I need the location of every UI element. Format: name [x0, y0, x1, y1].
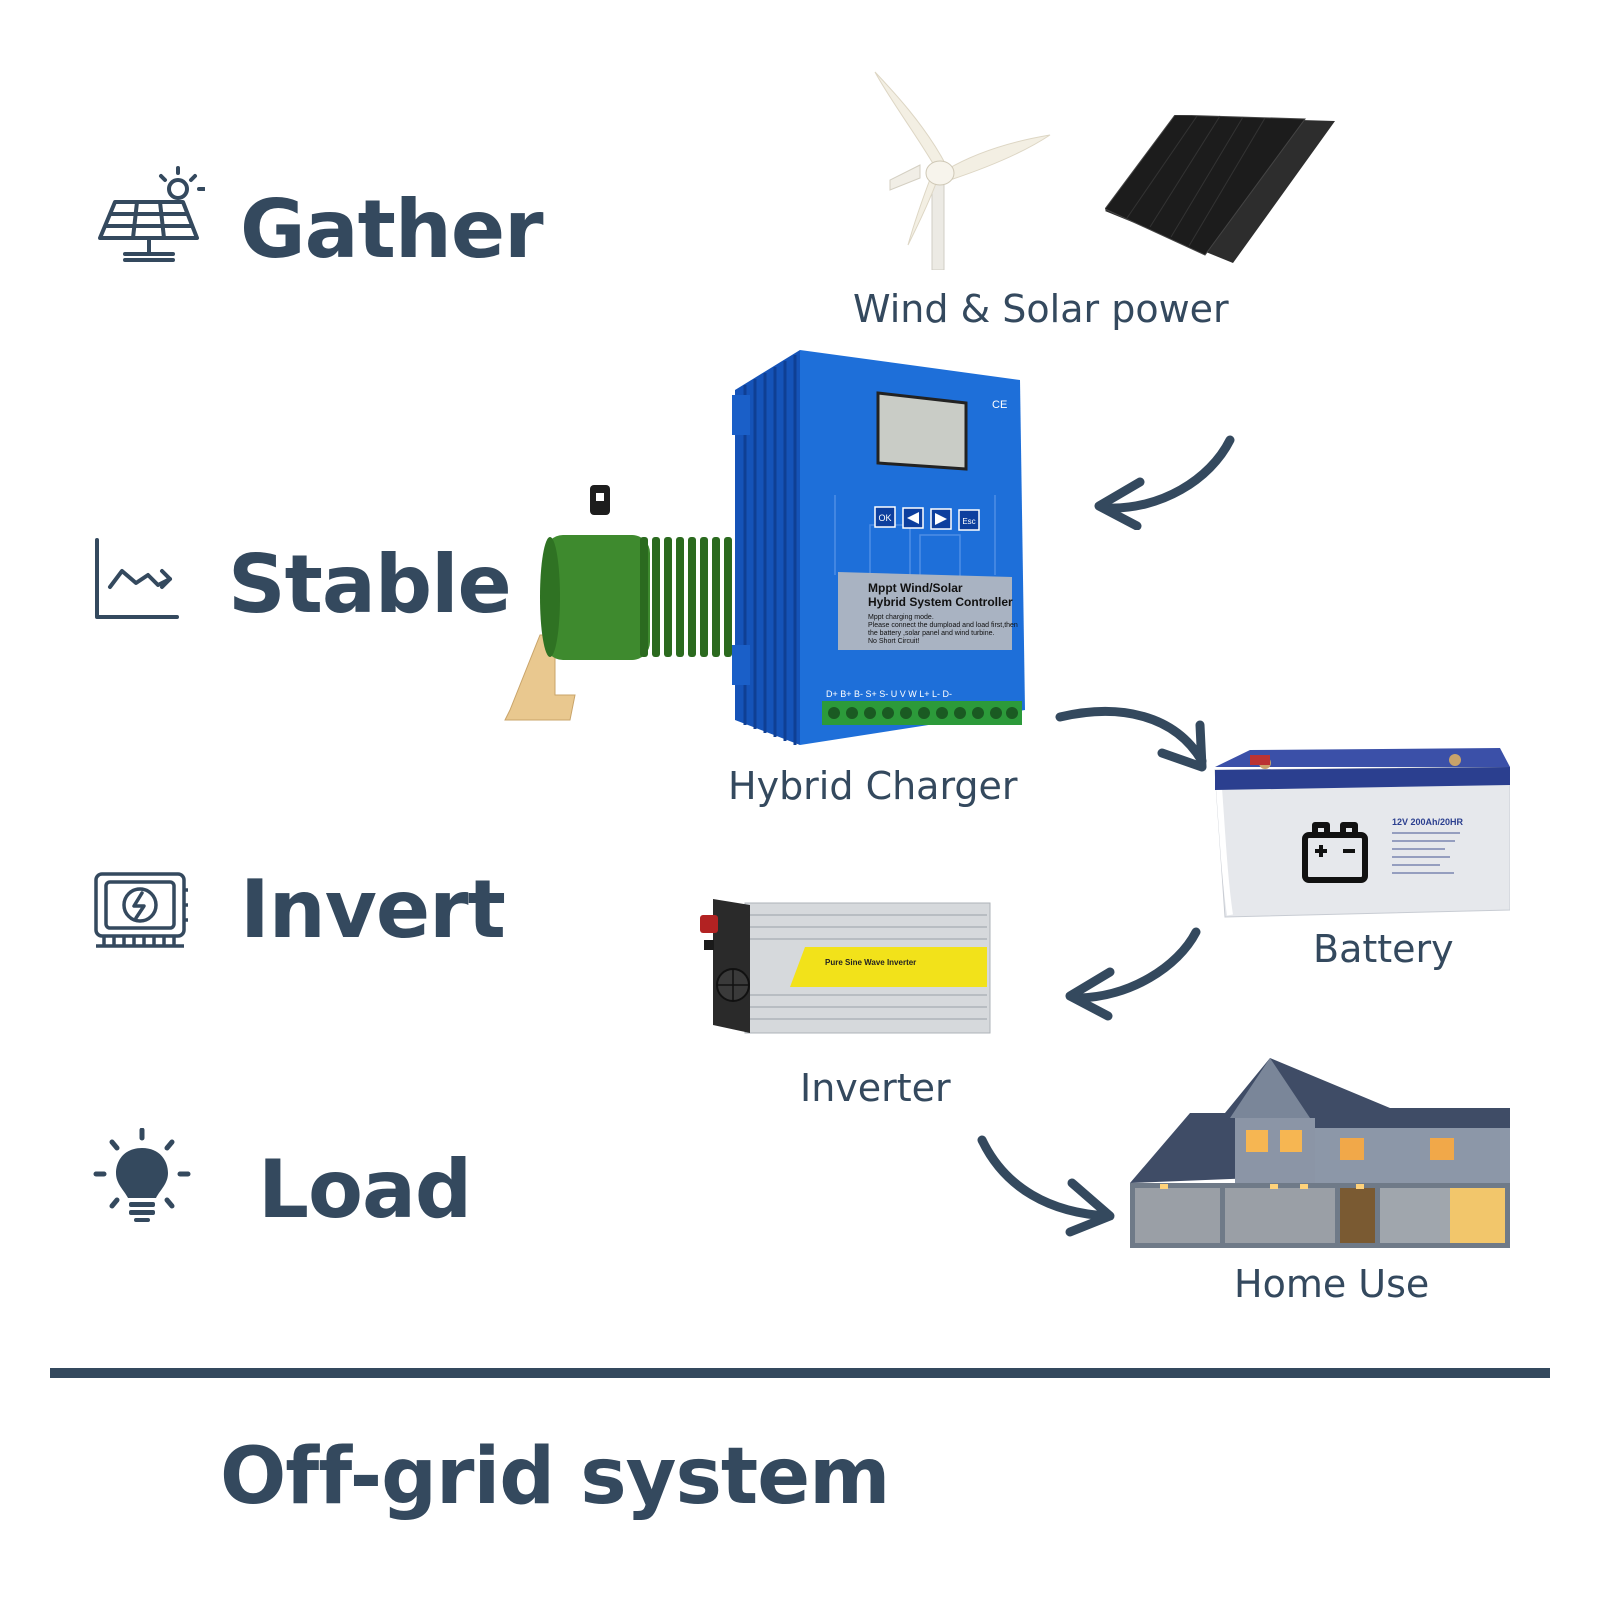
- step-label-gather: Gather: [240, 183, 544, 276]
- controller-note-line3: the battery ,solar panel and wind turbin…: [868, 630, 995, 637]
- step-label-stable: Stable: [228, 538, 512, 631]
- battery-caption: Battery: [1313, 927, 1454, 971]
- light-bulb-icon: [92, 1127, 192, 1232]
- footer-divider: [50, 1368, 1550, 1378]
- inverter-product-label: Pure Sine Wave Inverter: [825, 958, 916, 967]
- solar-panels-image: [1104, 114, 1340, 269]
- arrow-source-to-charger: [1085, 430, 1245, 534]
- step-label-load: Load: [258, 1143, 472, 1236]
- step-label-invert: Invert: [240, 863, 506, 956]
- controller-note-line1: Mppt charging mode.: [868, 614, 934, 621]
- battery-image: 12V 200Ah/20HR: [1210, 745, 1511, 924]
- arrow-charger-to-battery: [1050, 695, 1220, 789]
- inverter-chip-icon: [92, 870, 188, 954]
- battery-spec: 12V 200Ah/20HR: [1392, 817, 1464, 827]
- ok-button-label: OK: [878, 513, 891, 523]
- inverter-image: Pure Sine Wave Inverter: [695, 895, 995, 1049]
- controller-title-line1: Mppt Wind/Solar: [868, 581, 963, 595]
- arrow-inverter-to-home: [970, 1128, 1130, 1242]
- controller-title-line2: Hybrid System Controller: [868, 595, 1013, 609]
- inverter-caption: Inverter: [800, 1066, 951, 1110]
- controller-note-line4: No Short Circuit!: [868, 638, 919, 645]
- house-image: [1130, 1058, 1510, 1252]
- charger-caption: Hybrid Charger: [728, 764, 1018, 808]
- wind-turbine-image: [860, 70, 1060, 274]
- terminal-labels: D+ B+ B- S+ S- U V W L+ L- D-: [826, 689, 952, 699]
- line-chart-icon: [92, 535, 182, 629]
- esc-button-label: Esc: [962, 517, 975, 526]
- hybrid-charger-image: CE OK Esc Mppt Wind/Solar Hybrid System …: [500, 345, 1040, 759]
- source-caption: Wind & Solar power: [853, 287, 1229, 331]
- home-caption: Home Use: [1234, 1262, 1430, 1306]
- ce-mark: CE: [992, 399, 1007, 411]
- controller-note-line2: Please connect the dumpload and load fir…: [868, 622, 1018, 629]
- solar-panel-icon: [95, 162, 206, 276]
- footer-title: Off-grid system: [220, 1432, 890, 1522]
- arrow-battery-to-inverter: [1058, 922, 1218, 1026]
